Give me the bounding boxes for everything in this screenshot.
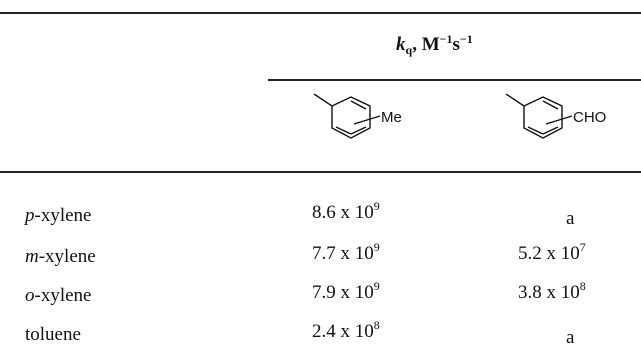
- table-row-label: o-xylene: [25, 285, 92, 306]
- table-cell-kq-aldehyde: a: [566, 208, 575, 229]
- table-row-label: m-xylene: [25, 246, 96, 267]
- table-cell-kq-aldehyde: 5.2 x 107: [518, 240, 586, 264]
- header-group-rule: [268, 79, 641, 81]
- kq-column-header: kq, M−1s−1: [396, 32, 473, 57]
- table-cell-kq-xylene: 2.4 x 108: [312, 318, 380, 342]
- methyl-label: Me: [381, 109, 402, 126]
- aldehyde-label: CHO: [573, 109, 606, 126]
- tolualdehyde-structure: CHO: [505, 93, 606, 139]
- table-cell-kq-aldehyde: a: [566, 327, 575, 348]
- top-rule: [0, 12, 641, 14]
- table-cell-kq-xylene: 7.7 x 109: [312, 240, 380, 264]
- table-cell-kq-xylene: 7.9 x 109: [312, 279, 380, 303]
- table-cell-kq-aldehyde: 3.8 x 108: [518, 279, 586, 303]
- table-row-label: toluene: [25, 324, 81, 345]
- table-cell-kq-xylene: 8.6 x 109: [312, 199, 380, 223]
- table-row-label: p-xylene: [25, 205, 92, 226]
- header-bottom-rule: [0, 171, 641, 173]
- xylene-structure: Me: [313, 93, 402, 139]
